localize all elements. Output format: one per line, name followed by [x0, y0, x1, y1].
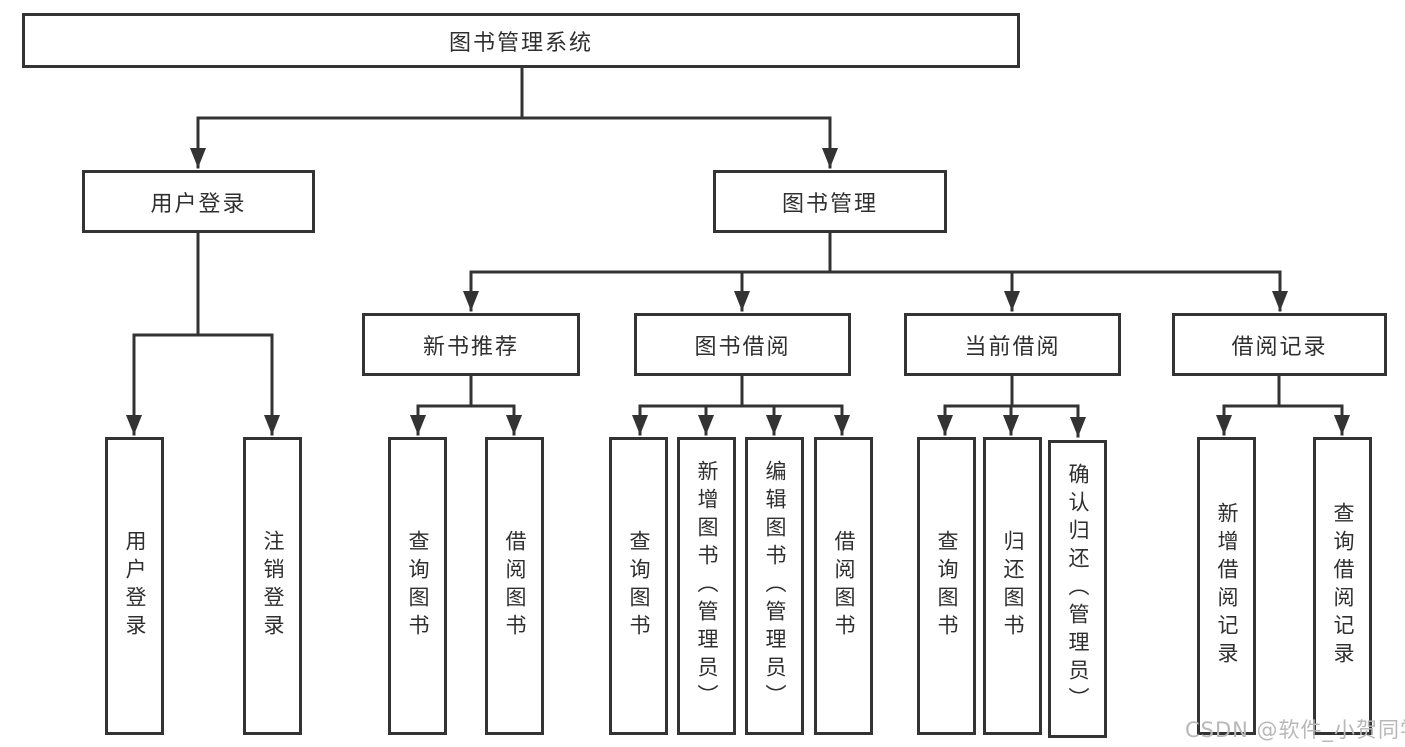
- leaf-query-books-recommend: 查询图书: [388, 437, 447, 735]
- connector-root-branch: [196, 66, 832, 120]
- leaf-add-books-admin: 新增图书（管理员）: [677, 437, 736, 735]
- leaf-label: 注销登录: [261, 530, 285, 642]
- leaf-label: 查询图书: [935, 530, 959, 642]
- leaf-label: 查询借阅记录: [1331, 502, 1355, 670]
- leaf-query-books-borrow: 查询图书: [609, 437, 668, 735]
- leaf-label: 归还图书: [1001, 530, 1025, 642]
- leaf-label: 查询图书: [406, 530, 430, 642]
- leaf-return-books: 归还图书: [983, 437, 1042, 735]
- node-borrow-records: 借阅记录: [1172, 313, 1387, 376]
- leaf-user-login: 用户登录: [105, 437, 164, 735]
- leaf-borrow-books: 借阅图书: [814, 437, 873, 735]
- leaf-label: 借阅图书: [832, 530, 856, 642]
- connector-borrow-records-branch: [1222, 374, 1344, 408]
- leaf-logout: 注销登录: [243, 437, 302, 735]
- node-user-login: 用户登录: [82, 170, 315, 233]
- connector-book-borrow-branch: [638, 374, 844, 408]
- leaf-query-books-current: 查询图书: [917, 437, 976, 735]
- leaf-label: 确认归还（管理员）: [1066, 463, 1090, 715]
- connector-current-borrow-branch: [943, 374, 1080, 408]
- connector-new-book-recommend-branch: [416, 374, 516, 408]
- connector-book-management-branch: [469, 231, 1282, 274]
- leaf-edit-books-admin: 编辑图书（管理员）: [745, 437, 804, 735]
- connector-user-login-branch: [132, 231, 274, 337]
- leaf-confirm-return-admin: 确认归还（管理员）: [1048, 440, 1107, 738]
- node-book-management: 图书管理: [713, 170, 947, 233]
- leaf-label: 新增借阅记录: [1215, 502, 1239, 670]
- node-new-book-recommend: 新书推荐: [362, 313, 580, 376]
- leaf-add-borrow-record: 新增借阅记录: [1197, 437, 1256, 735]
- leaf-label: 查询图书: [627, 530, 651, 642]
- csdn-watermark: CSDN @软件_小贺同学: [1185, 718, 1405, 742]
- node-book-borrow: 图书借阅: [634, 313, 851, 376]
- leaf-label: 编辑图书（管理员）: [763, 460, 787, 712]
- leaf-borrow-books-recommend: 借阅图书: [485, 437, 544, 735]
- node-root: 图书管理系统: [22, 13, 1020, 68]
- leaf-label: 用户登录: [123, 530, 147, 642]
- leaf-label: 借阅图书: [503, 530, 527, 642]
- node-current-borrow: 当前借阅: [904, 313, 1121, 376]
- leaf-label: 新增图书（管理员）: [695, 460, 719, 712]
- leaf-query-borrow-record: 查询借阅记录: [1313, 437, 1372, 735]
